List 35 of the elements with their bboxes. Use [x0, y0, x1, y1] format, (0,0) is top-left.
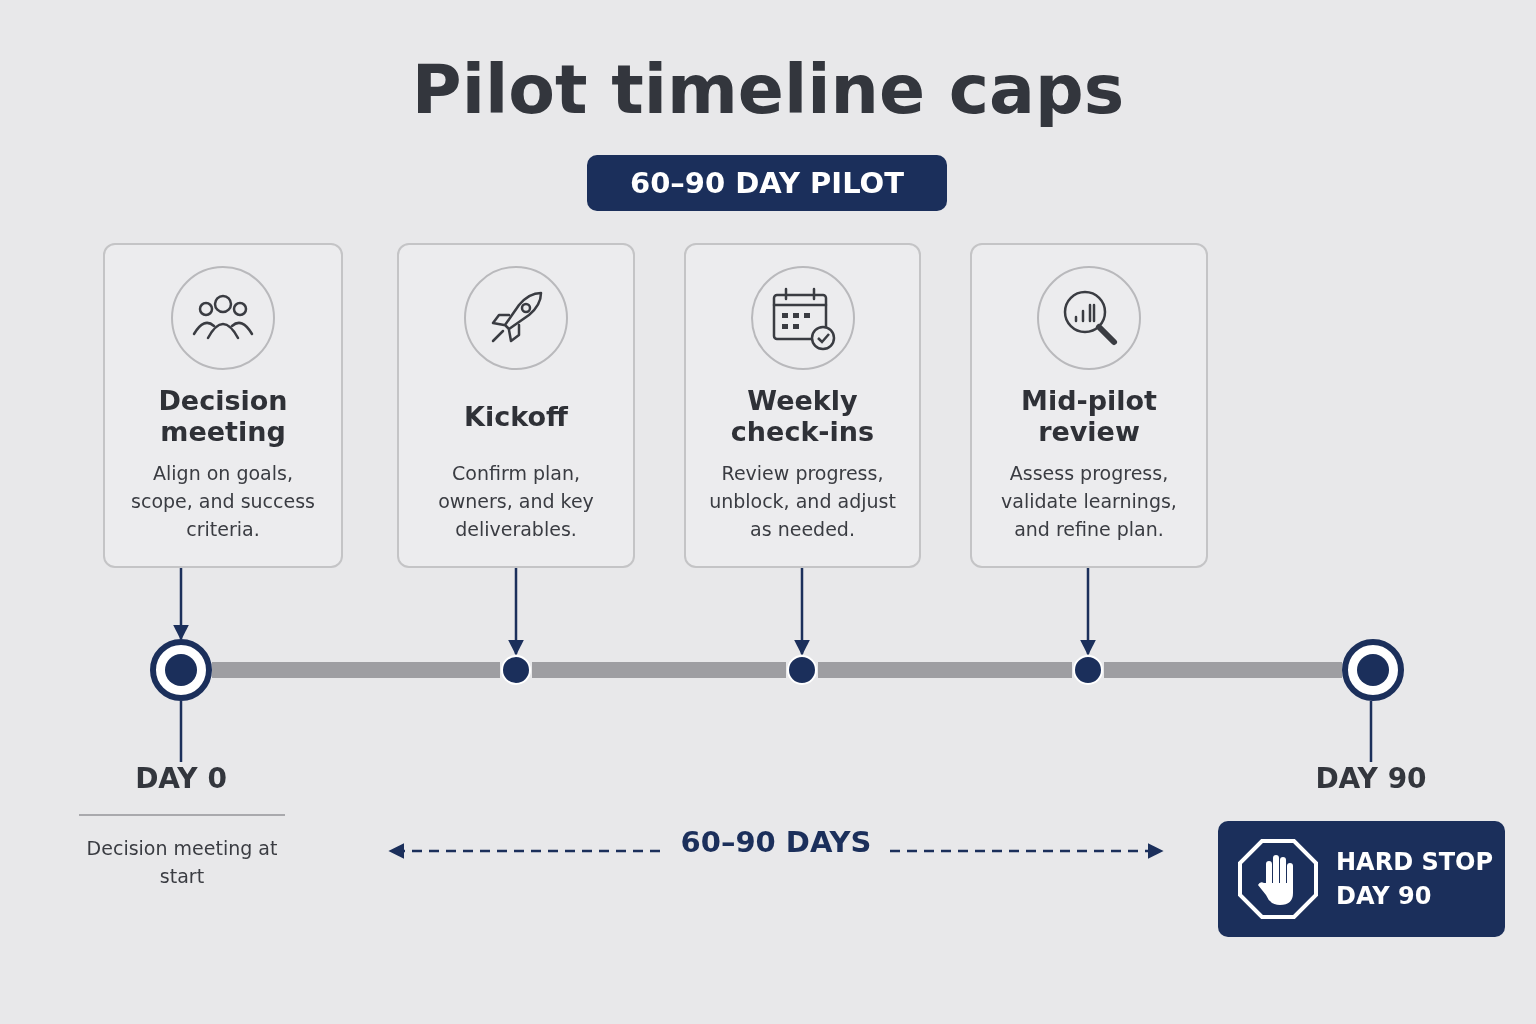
- card-description: Confirm plan, owners, and key deliverables.: [437, 461, 595, 542]
- card-title: Weekly check-ins: [729, 385, 876, 447]
- milestone-card: [970, 243, 1208, 568]
- arrow: [794, 568, 810, 656]
- milestone-marker: [1072, 654, 1104, 686]
- day-label: DAY 0: [121, 762, 241, 798]
- card-title: Kickoff: [463, 399, 569, 434]
- connector-line: [179, 701, 183, 762]
- timeline-bar: [532, 662, 786, 678]
- alert-box: [1218, 821, 1505, 937]
- card-title: Mid-pilot review: [1020, 385, 1158, 447]
- milestone-marker: [500, 654, 532, 686]
- milestone-marker: [150, 639, 212, 701]
- timeline-bar: [1104, 662, 1342, 678]
- milestone-marker: [786, 654, 818, 686]
- milestone-card: [397, 243, 635, 568]
- card-title: Decision meeting: [157, 385, 289, 447]
- milestone-card: [684, 243, 921, 568]
- card-description: Align on goals, scope, and success criteria.: [130, 461, 316, 542]
- connector-line: [1369, 701, 1373, 762]
- note-text: Decision meeting at start: [85, 836, 279, 889]
- arrow: [1080, 568, 1096, 656]
- card-description: Assess progress, validate learnings, and refine plan.: [1000, 461, 1178, 542]
- milestone-marker: [1342, 639, 1404, 701]
- timeline-bar: [818, 662, 1072, 678]
- arrow: [173, 568, 189, 641]
- day-label: DAY 90: [1311, 762, 1431, 798]
- header-badge: 60–90 DAY PILOT: [587, 155, 947, 211]
- milestone-card: [103, 243, 343, 568]
- alert-text: HARD STOP DAY 90: [1336, 847, 1495, 912]
- title: Pilot timeline caps: [410, 50, 1126, 129]
- timeline-bar: [212, 662, 500, 678]
- card-description: Review progress, unblock, and adjust as needed.: [708, 461, 897, 542]
- arrow: [508, 568, 524, 656]
- duration-label: 60–90 DAYS: [679, 828, 873, 856]
